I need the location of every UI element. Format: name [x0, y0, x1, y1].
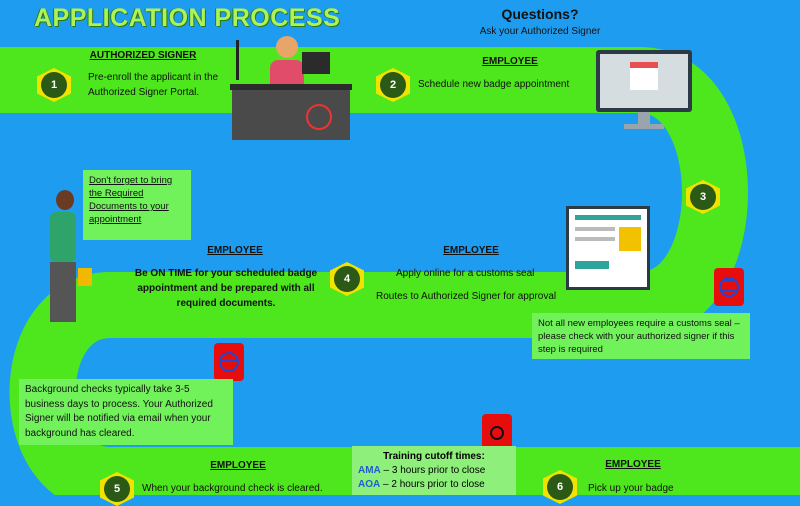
desk-illustration	[230, 30, 352, 140]
tap-icon	[306, 104, 332, 130]
training-code: AMA	[358, 465, 381, 476]
globe-pin-icon	[214, 343, 244, 381]
step-2-text: Schedule new badge appointment	[418, 79, 570, 90]
step-4-text-2: Routes to Authorized Signer for approval	[376, 291, 557, 302]
training-detail: – 3 hours prior to close	[380, 465, 486, 476]
step-number: 6	[547, 474, 573, 500]
step-4-text: Apply online for a customs seal	[396, 268, 535, 279]
page-title: APPLICATION PROCESS	[34, 4, 341, 32]
calendar-icon	[630, 62, 658, 90]
step-number: 2	[380, 72, 406, 98]
step-1-role: AUTHORIZED SIGNER	[89, 50, 197, 61]
training-cutoff-box: Training cutoff times: AMA – 3 hours pri…	[352, 446, 516, 495]
step-5-text: When your background check is cleared.	[142, 483, 323, 494]
step-4-role: EMPLOYEE	[443, 245, 499, 256]
step-3-badge: 3	[686, 180, 720, 214]
step-6-role: EMPLOYEE	[605, 459, 661, 470]
person-illustration	[38, 190, 98, 340]
reminder-text: Don't forget to bring the Required Docum…	[89, 175, 173, 225]
step-number: 3	[690, 184, 716, 210]
on-time-text: Be ON TIME for your scheduled badge appo…	[134, 268, 318, 309]
step-2-role: EMPLOYEE	[482, 56, 538, 67]
step-number: 5	[104, 476, 130, 502]
customs-note-text: Not all new employees require a customs …	[538, 318, 740, 355]
step-number: 4	[334, 266, 360, 292]
training-row: AMA – 3 hours prior to close	[358, 464, 510, 478]
customs-seal-note: Not all new employees require a customs …	[532, 313, 750, 359]
questions-title: Questions?	[501, 6, 579, 22]
on-time-role: EMPLOYEE	[207, 245, 263, 256]
training-detail: – 2 hours prior to close	[380, 479, 485, 490]
web-form-illustration	[566, 206, 650, 290]
background-note-text: Background checks typically take 3-5 bus…	[25, 384, 213, 439]
training-title: Training cutoff times:	[383, 451, 485, 462]
step-1-text: Pre-enroll the applicant in the Authoriz…	[88, 72, 219, 98]
step-6-text: Pick up your badge	[588, 483, 674, 494]
documents-reminder: Don't forget to bring the Required Docum…	[83, 170, 191, 240]
questions-subtitle: Ask your Authorized Signer	[479, 26, 601, 37]
training-code: AOA	[358, 479, 381, 490]
step-5-role: EMPLOYEE	[210, 460, 266, 471]
clock-pin-icon	[482, 414, 512, 452]
step-number: 1	[41, 72, 67, 98]
background-check-note: Background checks typically take 3-5 bus…	[19, 379, 233, 445]
training-row: AOA – 2 hours prior to close	[358, 478, 510, 492]
monitor-icon	[596, 50, 692, 134]
globe-pin-icon	[714, 268, 744, 306]
